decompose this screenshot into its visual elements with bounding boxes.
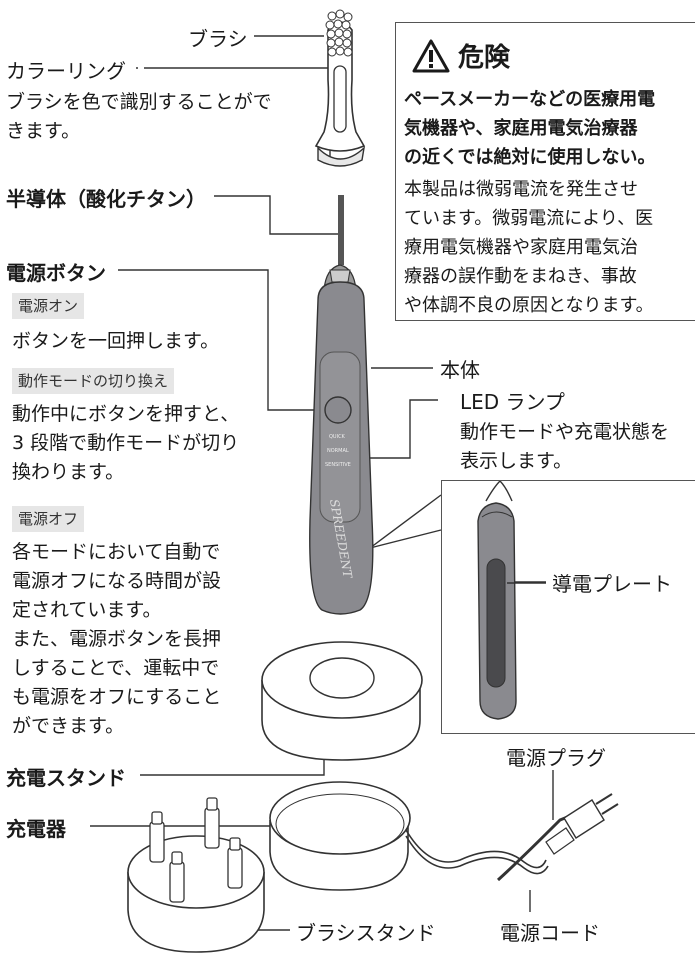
label-charging-stand: 充電スタンド [6,766,126,790]
description-line: 換わります。 [12,461,125,483]
description-line: 3 段階で動作モードが切り [12,432,240,454]
tag-mode-switch: 動作モードの切り換え [12,368,175,394]
led-sensitive: SENSITIVE [325,462,351,468]
power-button-graphic [324,396,352,424]
power-cord-graphic [405,806,591,882]
label-led-lamp: LED ランプ [460,390,565,414]
leader-led [360,399,438,459]
toothbrush-body: QUICK NORMAL SENSITIVE SPREEDENT [309,195,374,615]
label-brush-stand: ブラシスタンド [296,921,436,945]
mode-switch-description: 動作中にボタンを押すと、 3 段階で動作モードが切り 換わります。 [12,400,239,487]
tag-power-off: 電源オフ [12,506,85,532]
description-line: 定されています。 [12,599,162,621]
description-line: きます。 [6,120,81,142]
inset-handle-graphic [477,481,546,720]
warning-headline-line: 気機器や、家庭用電気治療器 [404,118,638,139]
label-body: 本体 [440,358,480,382]
label-power-cord: 電源コード [500,921,600,945]
description-line: ができます。 [12,715,125,737]
conductive-plate-graphic [486,558,506,688]
brush-head [314,9,366,167]
warning-body-line: ています。微弱電流により、医 [404,208,654,229]
description-line: また、電源ボタンを長押 [12,628,222,650]
label-power-button: 電源ボタン [6,261,106,285]
warning-box: 危険 ペースメーカーなどの医療用電 気機器や、家庭用電気治療器 の近くでは絶対に… [395,22,695,321]
label-brush: ブラシ [188,27,248,51]
charger-graphic [269,781,411,891]
power-off-description: 各モードにおいて自動で 電源オフになる時間が設 定されています。 また、電源ボタ… [12,538,221,741]
leader-semiconductor [214,195,338,235]
warning-triangle-icon [412,39,450,72]
description-line: 動作中にボタンを押すと、 [12,403,240,425]
description-line: 各モードにおいて自動で [12,541,221,563]
warning-body-line: 本製品は微弱電流を発生させ [404,179,638,200]
warning-headline-line: の近くでは絶対に使用しない。 [404,147,656,168]
warning-body-line: や体調不良の原因となります。 [404,295,654,316]
led-normal: NORMAL [327,448,349,454]
label-semiconductor: 半導体（酸化チタン） [6,187,206,211]
conductive-plate-inset [441,480,695,734]
leader-power-button [118,269,328,411]
inset-callout-bottom [369,529,442,549]
brush-stand-graphic [127,797,265,953]
description-line: 表示します。 [460,450,573,472]
description-line: 動作モードや充電状態を [460,421,670,443]
power-plug-graphic [545,793,619,855]
charging-stand-graphic [261,641,423,761]
led-quick: QUICK [329,434,346,440]
label-power-plug: 電源プラグ [506,746,606,770]
warning-body-line: 療器の誤作動をまねき、事故 [404,266,637,287]
description-line: しすることで、運転中で [12,657,220,679]
label-charger: 充電器 [6,817,66,841]
warning-headline: ペースメーカーなどの医療用電 気機器や、家庭用電気治療器 の近くでは絶対に使用し… [404,85,655,172]
label-conductive-plate: 導電プレート [552,572,672,596]
warning-title: 危険 [458,43,511,73]
warning-body-line: 療用電気機器や家庭用電気治 [404,237,638,258]
warning-headline-line: ペースメーカーなどの医療用電 [404,89,656,110]
tag-power-on: 電源オン [12,293,85,319]
color-ring-description: ブラシを色で識別することがで きます。 [6,88,272,146]
description-line: も電源をオフにすること [12,686,222,708]
color-ring [317,146,366,167]
description-line: ブラシを色で識別することがで [6,91,272,113]
warning-body: 本製品は微弱電流を発生させ ています。微弱電流により、医 療用電気機器や家庭用電… [404,175,654,320]
led-description: 動作モードや充電状態を 表示します。 [460,418,669,476]
description-line: 電源オフになる時間が設 [12,570,222,592]
inset-callout-top [369,494,442,549]
label-color-ring: カラーリング [6,59,126,83]
power-on-description: ボタンを一回押します。 [12,330,220,352]
